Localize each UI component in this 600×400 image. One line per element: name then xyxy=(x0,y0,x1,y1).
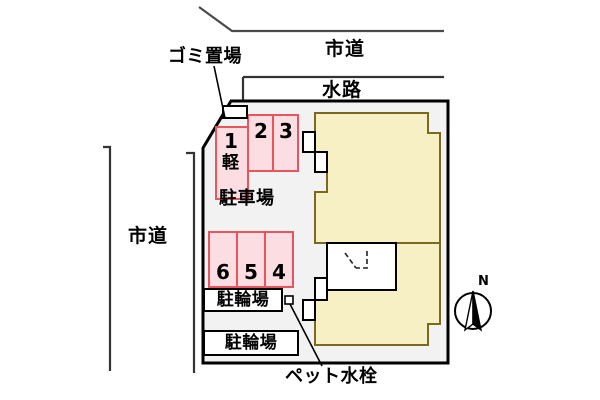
parking-stall-6-number: 6 xyxy=(216,260,230,284)
road-left-boundary xyxy=(103,145,196,373)
building-balcony-1 xyxy=(302,131,316,153)
north-label: N xyxy=(478,274,489,289)
waterway-label: 水路 xyxy=(322,79,363,101)
road-left-label: 市道 xyxy=(128,225,169,247)
building-balcony-3 xyxy=(314,277,328,301)
parking-stall-6-shape[interactable] xyxy=(208,231,238,288)
pet-faucet-leader-line xyxy=(289,303,323,367)
compass-needle-east xyxy=(472,290,483,332)
stair-direction-mark-right xyxy=(356,251,368,269)
parking-stall-1-number: 1 xyxy=(224,129,238,153)
parking-stalls-lower xyxy=(208,231,294,288)
bicycle-parking-label-1: 駐輪場 xyxy=(216,289,270,310)
garbage-station-shape[interactable] xyxy=(222,105,248,119)
garbage-station-leader-line xyxy=(213,65,226,119)
pet-faucet-shape[interactable] xyxy=(284,295,294,305)
building-stair-block xyxy=(326,242,397,291)
parking-stall-1-type: 軽 xyxy=(222,153,239,173)
parking-lot-label: 駐車場 xyxy=(219,188,275,209)
north-arrow-graphic xyxy=(454,290,492,332)
parking-stall-5-shape[interactable] xyxy=(236,231,266,288)
pet-faucet-label: ペット水栓 xyxy=(285,366,378,387)
bicycle-parking-box-2[interactable]: 駐輪場 xyxy=(203,330,299,356)
parking-stall-2-number: 2 xyxy=(254,119,268,143)
road-top-line xyxy=(198,6,444,33)
building-body xyxy=(302,112,441,346)
road-top-label: 市道 xyxy=(325,38,366,60)
parking-stalls-upper xyxy=(215,114,299,200)
parking-stall-3-shape[interactable] xyxy=(272,114,299,172)
parking-stall-1-shape[interactable] xyxy=(215,126,249,200)
garbage-station-marker xyxy=(213,65,248,119)
building-balcony-2 xyxy=(314,151,328,173)
road-top-boundary xyxy=(198,6,444,33)
pet-faucet-marker xyxy=(284,295,323,367)
bicycle-parking-box-1[interactable]: 駐輪場 xyxy=(203,288,283,312)
bicycle-parking-label-2: 駐輪場 xyxy=(224,332,278,353)
garbage-station-label: ゴミ置場 xyxy=(168,46,242,67)
road-left-outer-bracket xyxy=(103,145,112,371)
building-balcony-4 xyxy=(302,299,316,321)
road-left-inner-bracket xyxy=(186,151,196,373)
parking-stall-5-number: 5 xyxy=(244,260,258,284)
parking-stall-4-shape[interactable] xyxy=(264,231,294,288)
building-footprint xyxy=(302,112,441,346)
parking-stall-4-number: 4 xyxy=(272,260,286,284)
stair-direction-mark-left xyxy=(344,252,357,269)
parking-stall-3-number: 3 xyxy=(279,119,293,143)
